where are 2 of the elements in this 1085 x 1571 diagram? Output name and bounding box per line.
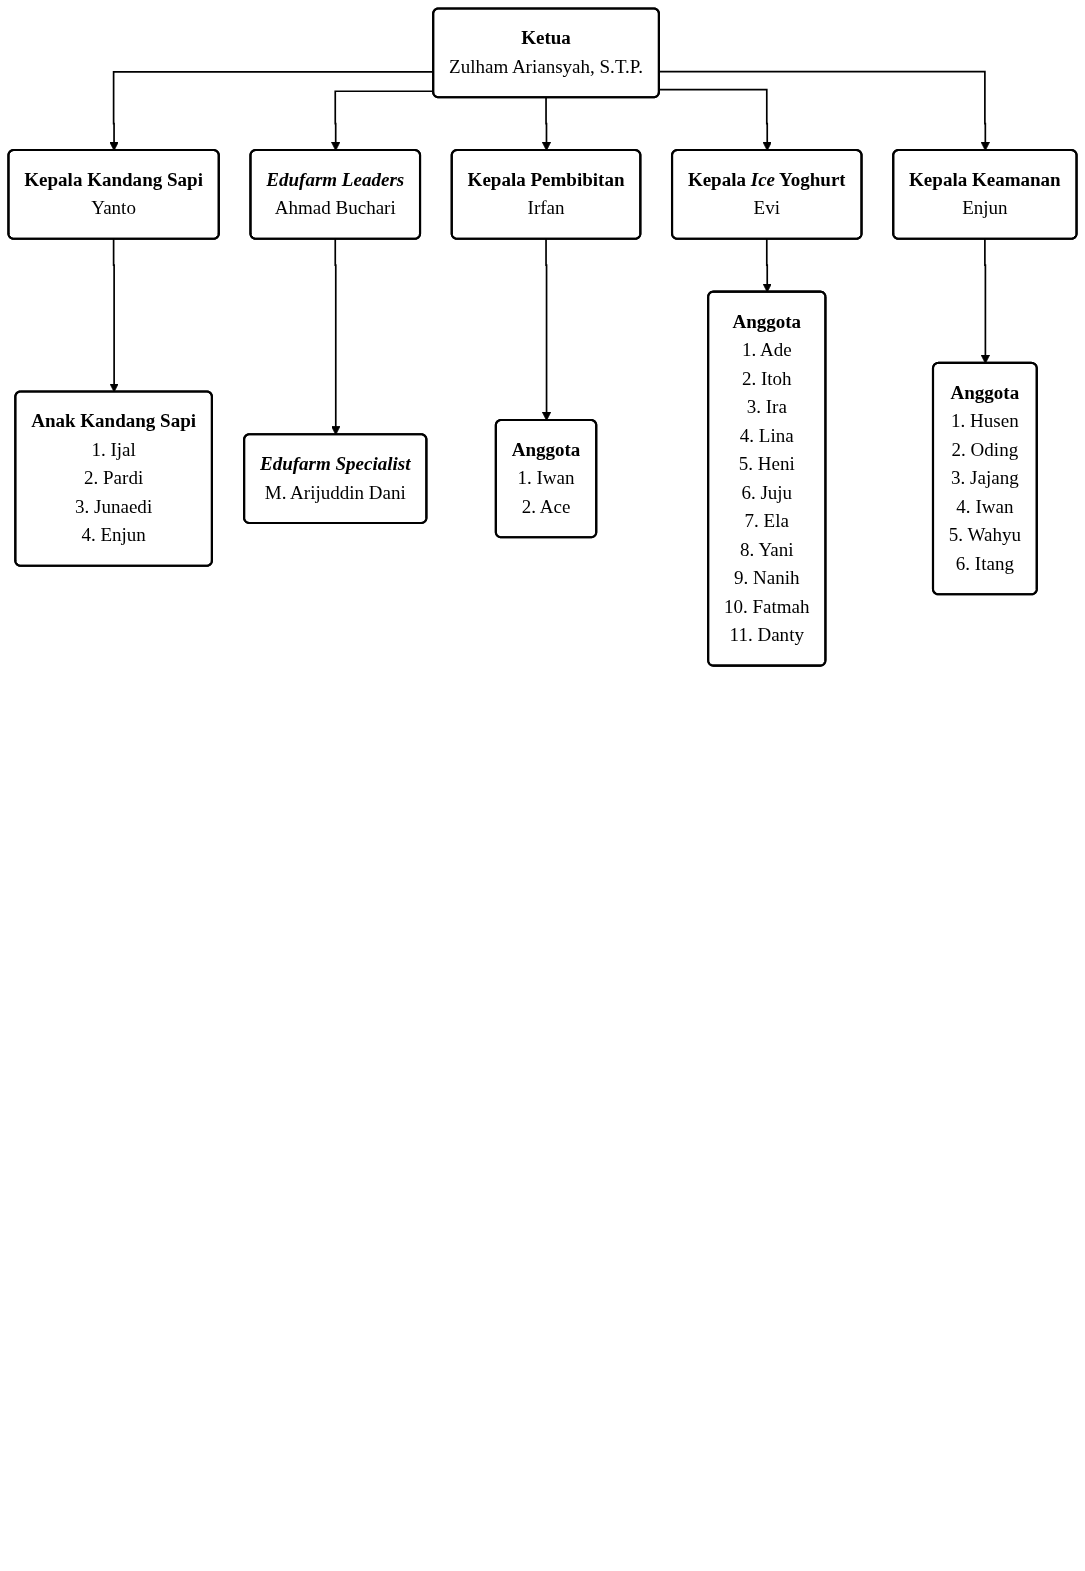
- arrow: [658, 88, 772, 151]
- arrow: [658, 70, 990, 151]
